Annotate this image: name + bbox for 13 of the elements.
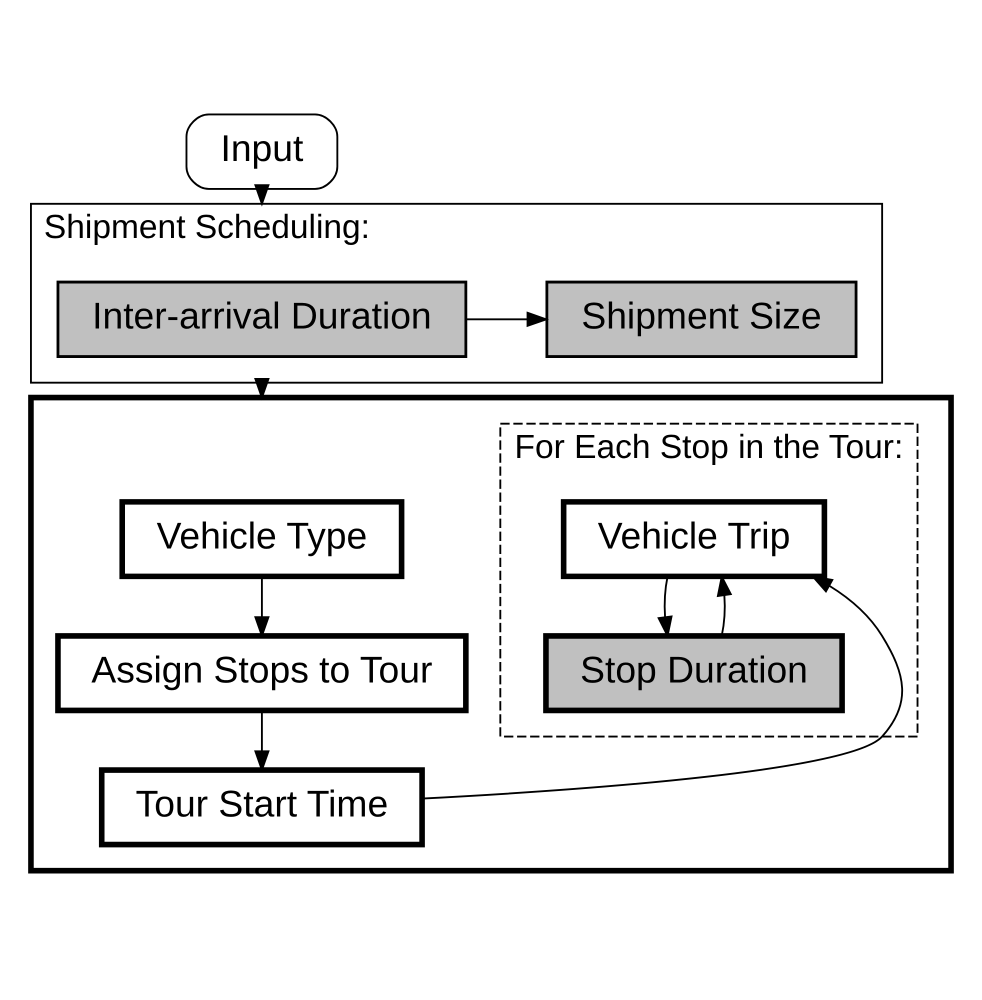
arrow [254, 378, 270, 400]
arrow [254, 184, 270, 207]
node-box: Assign Stops to Tour [55, 633, 469, 714]
node-box: Vehicle Trip [560, 499, 828, 580]
cluster [28, 394, 954, 874]
node-box: Inter-arrival Duration [56, 280, 468, 358]
arrow [254, 710, 270, 773]
node-box: Shipment Size [545, 280, 858, 358]
node-box: Tour Start Time [98, 767, 425, 848]
arrow [422, 575, 904, 800]
arrow [466, 312, 549, 328]
node-box: Vehicle Type [119, 499, 404, 580]
node-box: Stop Duration [543, 633, 845, 714]
